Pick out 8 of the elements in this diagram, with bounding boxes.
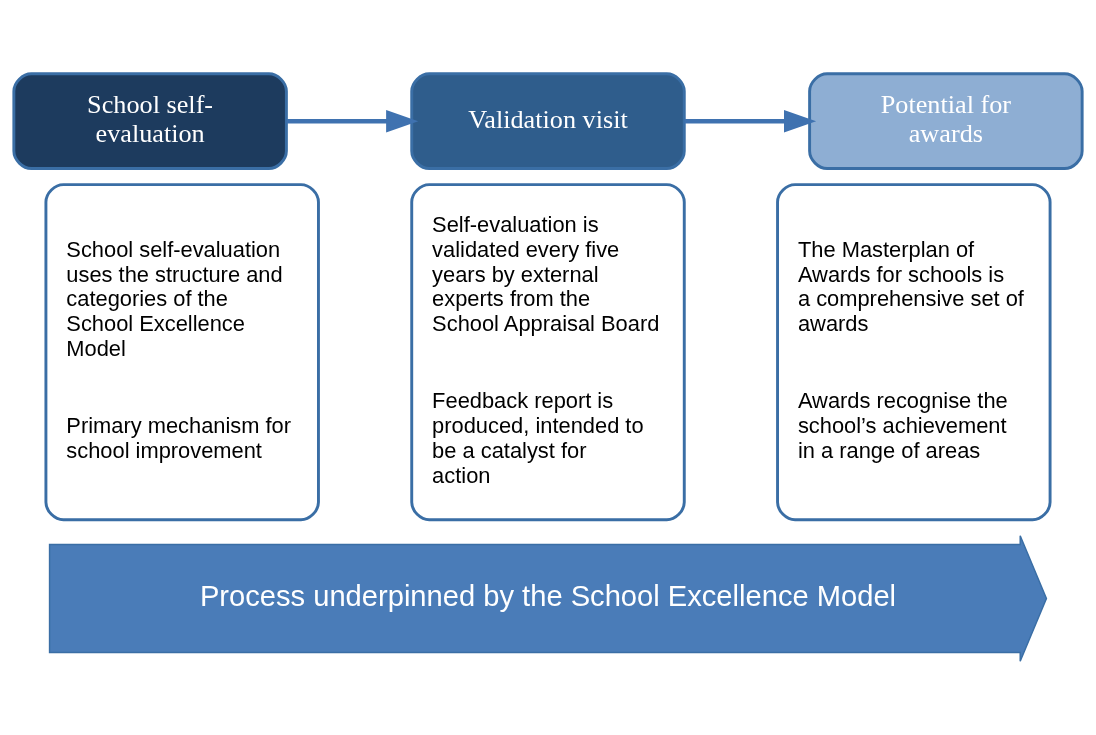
node-box: The Masterplan of Awards for schools is a comprehensive set of awards Awards recognise the school’s achievement in a range of areas [776, 183, 1052, 522]
node-box: Validation visit [410, 72, 686, 170]
node-box: School self-evaluation [12, 72, 288, 170]
node-box: Potential for awards [808, 72, 1084, 170]
arrow [286, 109, 419, 133]
arrow [684, 109, 817, 133]
node-box: Self-evaluation is validated every five years by external experts from the School Appraisal Board Feedback report is produced, intended to be a catalyst for action [410, 183, 686, 522]
node-box: School self-evaluation uses the structure and categories of the School Excellence Model Primary mechanism for school improvement [44, 183, 320, 522]
